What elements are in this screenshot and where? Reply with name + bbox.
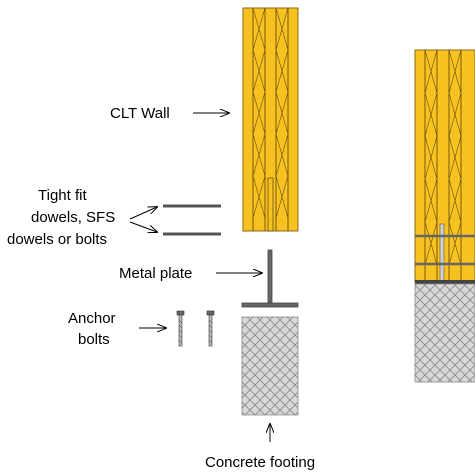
label-dowels-line3: dowels or bolts bbox=[7, 231, 107, 248]
concrete-footing bbox=[241, 316, 299, 416]
assembled-concrete-footing bbox=[414, 283, 475, 383]
arrow-dowels-upper bbox=[129, 207, 157, 220]
arrow-dowels-lower bbox=[129, 221, 157, 232]
plate-slot bbox=[267, 177, 274, 232]
assembled-base-plate bbox=[415, 280, 475, 284]
clt-wall-panel bbox=[242, 7, 299, 232]
clt-grain-pattern bbox=[252, 7, 289, 219]
label-dowels-line2: dowels, SFS bbox=[31, 209, 115, 226]
anchor-bolts bbox=[176, 310, 215, 347]
anchor-bolt-right bbox=[206, 310, 215, 347]
metal-plate bbox=[241, 249, 299, 308]
label-concrete-footing: Concrete footing bbox=[205, 454, 315, 471]
label-clt-wall: CLT Wall bbox=[110, 105, 170, 122]
label-dowels-line1: Tight fit bbox=[38, 187, 87, 204]
label-anchor-line1: Anchor bbox=[68, 310, 116, 327]
anchor-bolt-left bbox=[176, 310, 185, 347]
assembled-clt-wall bbox=[414, 49, 475, 283]
clt-lamella-lines bbox=[252, 8, 289, 231]
dowels bbox=[163, 204, 221, 236]
label-metal-plate: Metal plate bbox=[119, 265, 192, 282]
assembled-view bbox=[414, 49, 475, 383]
label-anchor-line2: bolts bbox=[78, 331, 110, 348]
